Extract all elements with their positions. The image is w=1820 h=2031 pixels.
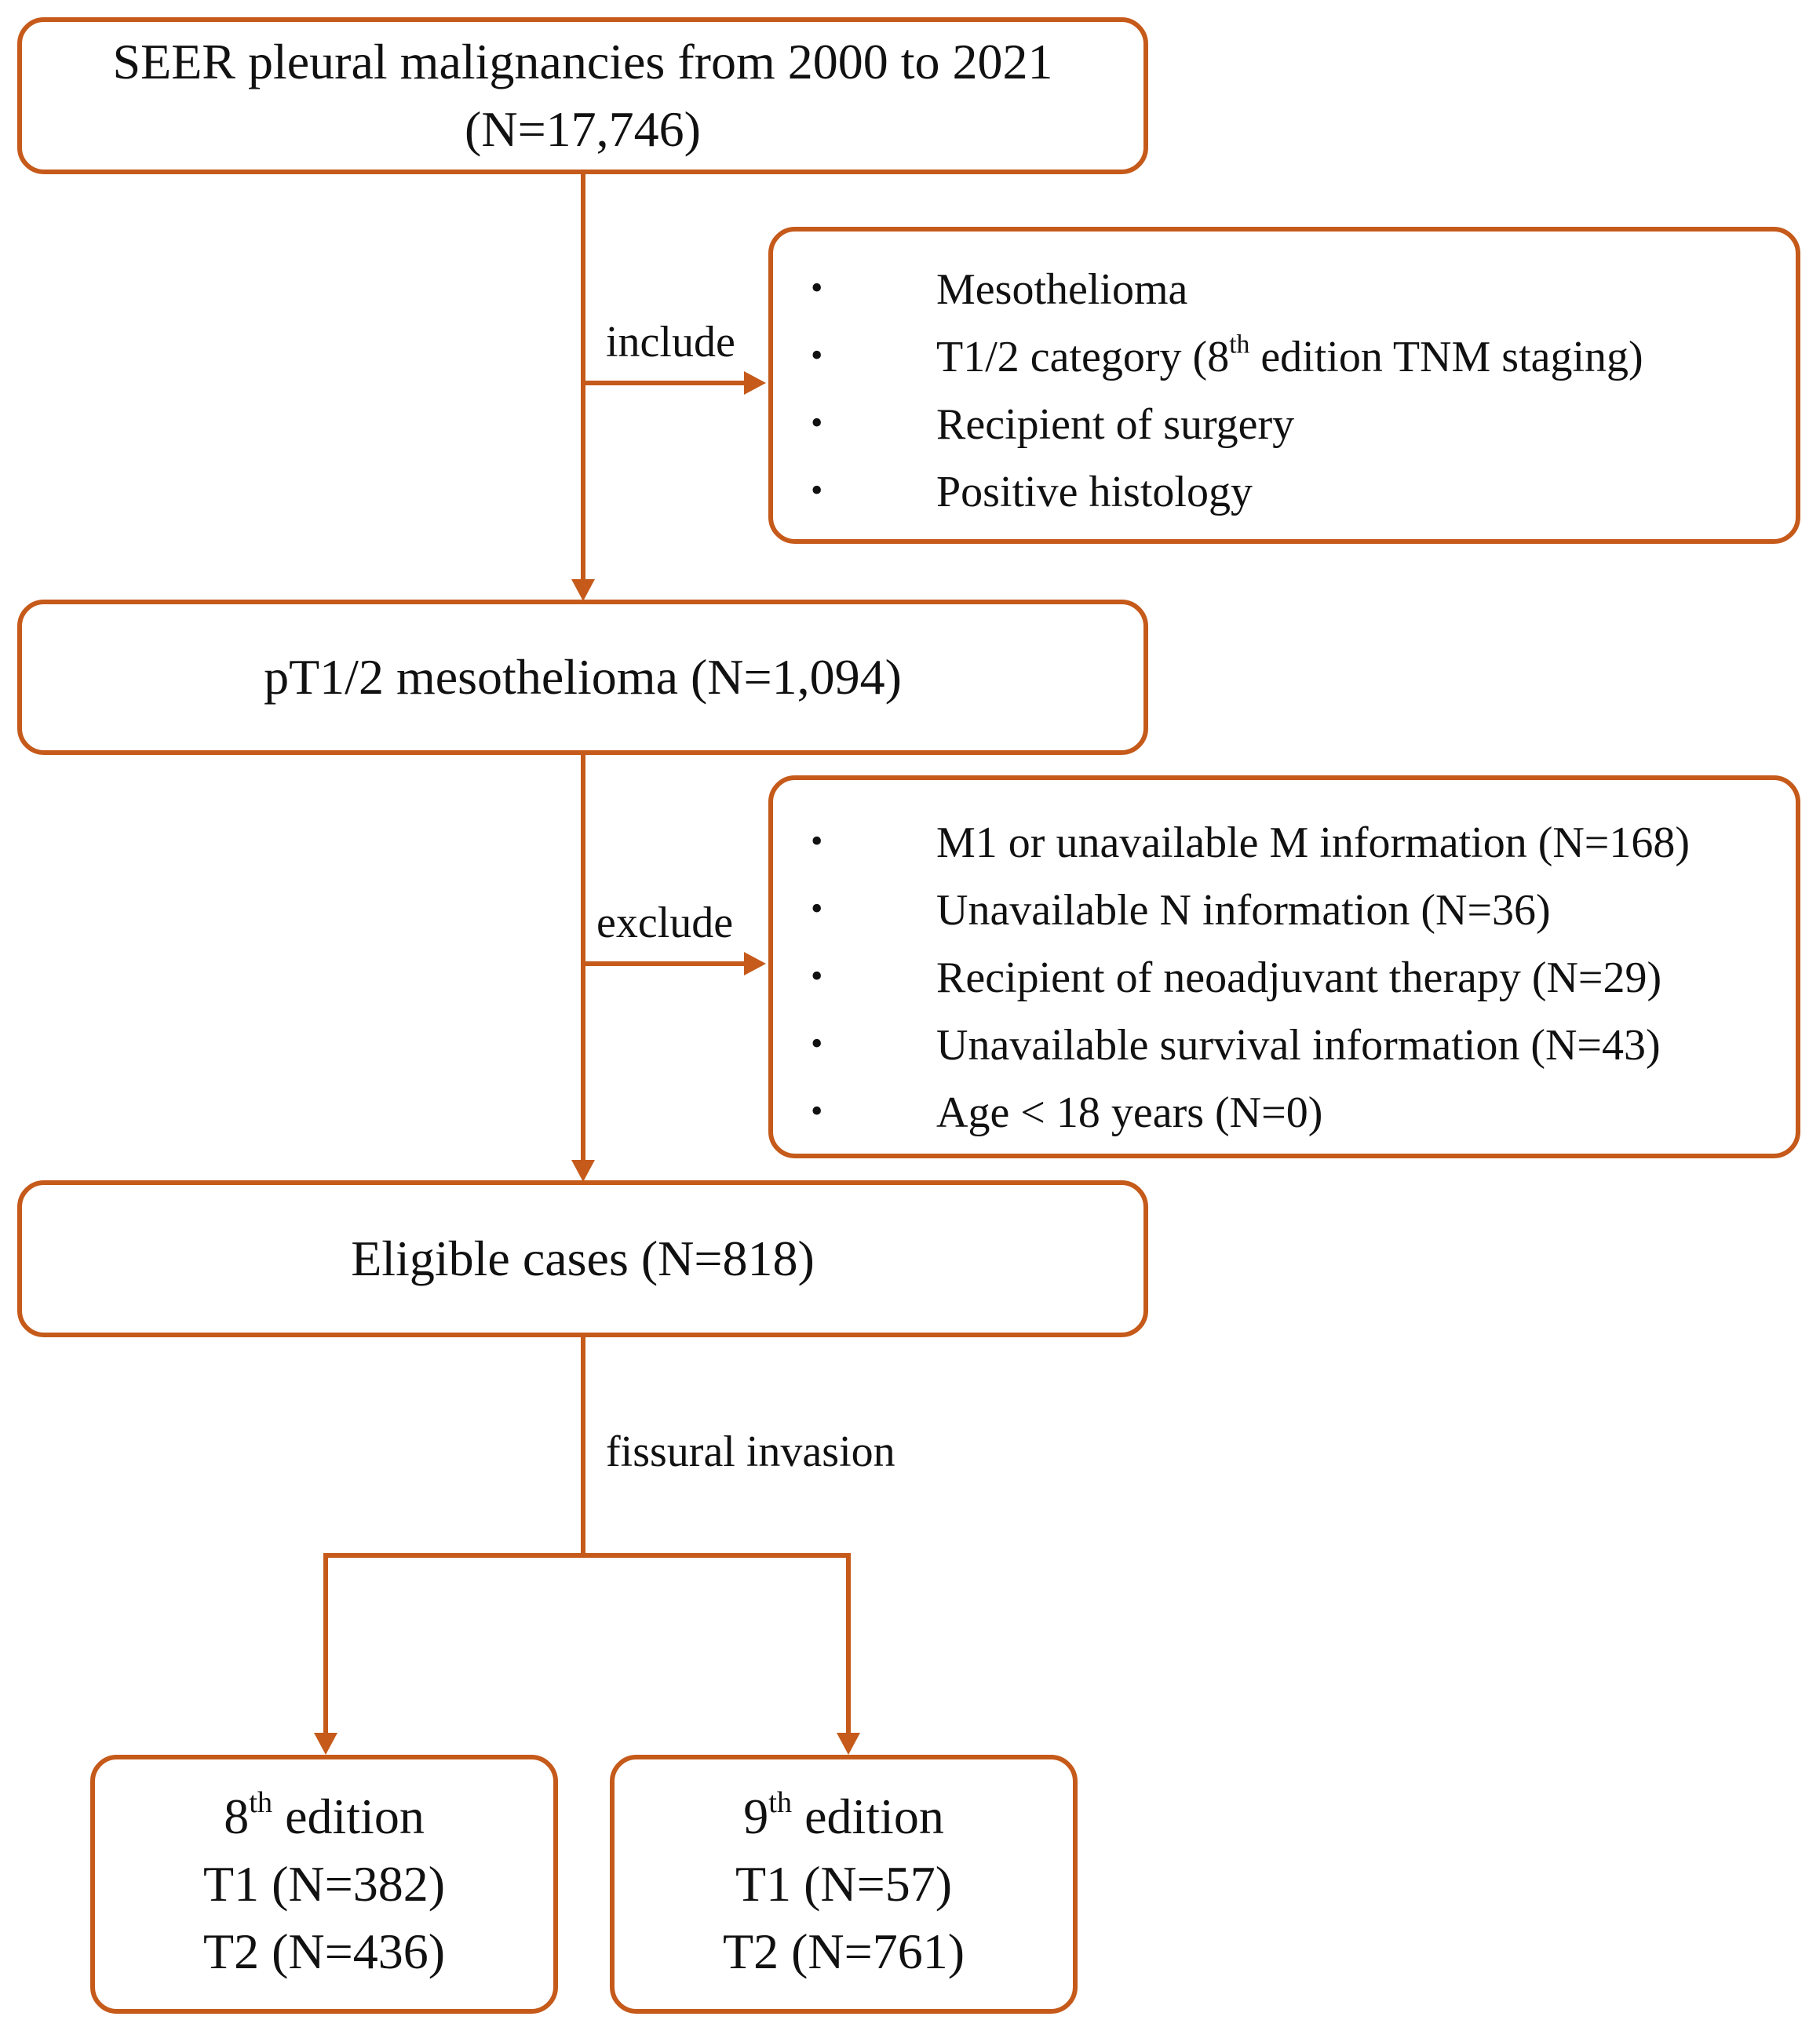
bullet-icon: • xyxy=(811,403,823,442)
arrowhead-edition9 xyxy=(837,1733,860,1755)
edition-9-box: 9th edition T1 (N=57) T2 (N=761) xyxy=(610,1755,1078,2014)
arrowhead-edition8 xyxy=(314,1733,337,1755)
cohort-text: pT1/2 mesothelioma (N=1,094) xyxy=(264,649,902,705)
bullet-icon: • xyxy=(811,1024,823,1063)
cohort-box: pT1/2 mesothelioma (N=1,094) xyxy=(17,600,1148,755)
edition-8-t2: T2 (N=436) xyxy=(202,1923,446,1979)
bullet-icon: • xyxy=(811,822,823,860)
arrowhead-cohort xyxy=(571,579,595,601)
source-title: SEER pleural malignancies from 2000 to 2… xyxy=(112,34,1053,89)
arrowhead-exclude xyxy=(744,952,766,975)
arrow-split-right xyxy=(583,1553,851,1734)
edition-8-box: 8th edition T1 (N=382) T2 (N=436) xyxy=(90,1755,558,2014)
arrowhead-eligible xyxy=(571,1160,595,1182)
edition-8-title: 8th edition xyxy=(224,1786,425,1844)
source-box: SEER pleural malignancies from 2000 to 2… xyxy=(17,17,1148,174)
include-label: include xyxy=(606,318,735,366)
bullet-icon: • xyxy=(811,268,823,307)
bullet-icon: • xyxy=(811,1092,823,1130)
include-criteria-box: • Mesothelioma • T1/2 category (8th edit… xyxy=(768,227,1800,544)
bullet-icon: • xyxy=(811,889,823,928)
edition-9-title: 9th edition xyxy=(743,1786,944,1844)
edition-8-t1: T1 (N=382) xyxy=(202,1856,446,1912)
bullet-icon: • xyxy=(811,957,823,995)
bullet-icon: • xyxy=(811,471,823,509)
exclusion-criteria-box: • M1 or unavailable M information (N=168… xyxy=(768,775,1800,1158)
eligible-box: Eligible cases (N=818) xyxy=(17,1180,1148,1337)
exclude-label: exclude xyxy=(596,899,734,947)
arrowhead-include xyxy=(744,371,766,395)
edition-9-t2: T2 (N=761) xyxy=(722,1923,965,1979)
eligible-text: Eligible cases (N=818) xyxy=(351,1231,815,1286)
bullet-icon: • xyxy=(811,336,823,374)
edition-9-t1: T1 (N=57) xyxy=(735,1856,953,1912)
fissural-invasion-label: fissural invasion xyxy=(606,1428,895,1476)
source-count: (N=17,746) xyxy=(465,101,701,157)
arrow-split xyxy=(323,1337,585,1734)
